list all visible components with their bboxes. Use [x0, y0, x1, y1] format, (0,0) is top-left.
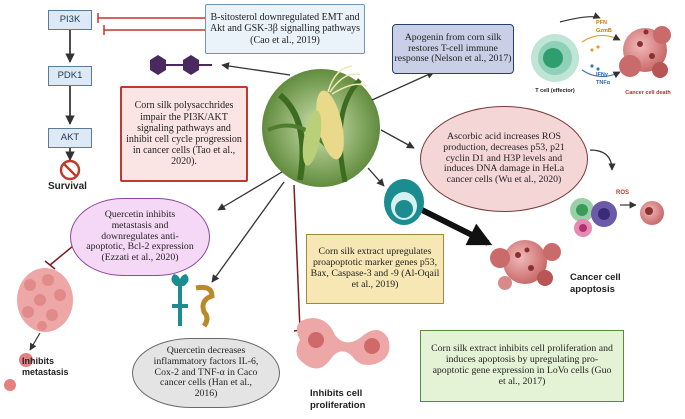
label-ros: ROS — [616, 190, 630, 196]
label-gzmb: GzmB — [596, 28, 612, 34]
polysaccharide-icon — [150, 55, 212, 75]
pathway-pi3k: PI3K — [48, 10, 92, 30]
proliferation-cell-icon — [296, 318, 390, 369]
cancer-cell-icon — [619, 26, 671, 78]
tcell-icon — [531, 33, 621, 82]
label-tcell: T cell (effector) — [535, 88, 575, 94]
label-cancer-death: Cancer cell death — [625, 90, 671, 96]
label-inhibits-metastasis: Inhibits metastasis — [22, 356, 69, 378]
box-polysaccharides: Corn silk polysacchrides impair the PI3K… — [120, 86, 248, 182]
inhibit-line-proliferation — [293, 184, 307, 332]
survival-label: Survival — [48, 181, 87, 192]
label-inhibits-proliferation: Inhibits cell proliferation — [310, 388, 366, 411]
box-sitosterol: B-sitosterol downregulated EMT and Akt a… — [205, 4, 365, 54]
receptor-bubble-icon — [384, 179, 424, 225]
arrow-corn-receptor2 — [211, 181, 285, 283]
ros-cells-icon — [570, 198, 664, 237]
big-arrow-apoptosis — [416, 205, 493, 246]
box-lovo: Corn silk extract inhibits cell prolifer… — [420, 330, 624, 402]
pathway-akt: AKT — [48, 128, 92, 148]
corn-plant-icon — [260, 65, 382, 189]
arrow-corn-quercetin — [217, 171, 283, 211]
no-symbol-icon — [59, 159, 81, 181]
arrow-corn-apogenin — [371, 71, 435, 101]
arrow-apogenin-tcell — [559, 12, 601, 23]
pathway-pdk1: PDK1 — [48, 66, 92, 86]
label-pfn: PFN — [596, 20, 607, 26]
label-ifng: IFNγ — [596, 72, 608, 78]
label-apoptosis: Cancer cell apoptosis — [570, 272, 621, 295]
receptor-icon — [171, 274, 215, 328]
apoptosis-cells-icon — [490, 240, 561, 290]
arrow-corn-receptor — [367, 167, 385, 187]
label-tnfa: TNFα — [596, 80, 611, 86]
box-ascorbic: Ascorbic acid increases ROS production, … — [420, 106, 588, 212]
arrow-ascorbic-ros — [589, 149, 616, 171]
box-quercetin-inflammatory: Quercetin decreases inflammatory factors… — [132, 338, 280, 408]
metastasis-cluster-icon — [4, 268, 73, 391]
box-proapoptotic: Corn silk extract upregulates proapoptot… — [306, 234, 444, 304]
arrow-corn-sitosterol — [221, 62, 291, 76]
inhibit-line-sitosterol — [97, 13, 205, 35]
arrow-corn-ascorbic — [380, 129, 415, 149]
box-quercetin-metastasis: Quercetin inhibits metastasis and downre… — [70, 198, 210, 276]
box-apogenin: Apogenin from corn silk restores T-cell … — [392, 24, 514, 74]
